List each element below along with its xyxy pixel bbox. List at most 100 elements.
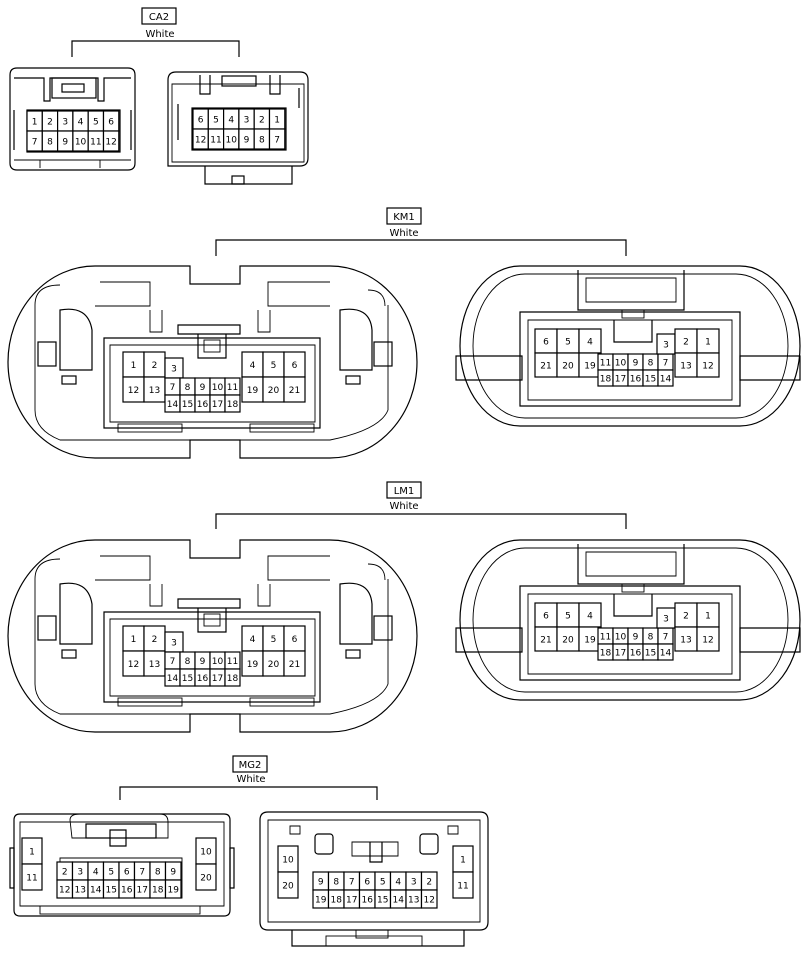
- pin-number: 5: [565, 612, 571, 622]
- connector-bracket: [119, 786, 378, 800]
- pin-number: 3: [171, 639, 177, 649]
- pin-number: 6: [124, 868, 130, 878]
- pin-number: 11: [600, 359, 611, 369]
- connector-id-box: [141, 7, 177, 25]
- pin-number: 21: [289, 386, 300, 396]
- pin-cell: [283, 376, 306, 403]
- pin-number: 9: [318, 878, 324, 888]
- pin-cell: [657, 643, 674, 661]
- pin-number: 12: [128, 660, 139, 670]
- pin-number: 21: [540, 362, 551, 372]
- pin-number: 4: [395, 878, 401, 888]
- pin-number: 20: [282, 882, 294, 892]
- pin-number: 7: [663, 359, 669, 369]
- pin-number: 5: [565, 338, 571, 348]
- pin-number: 16: [362, 896, 374, 906]
- pin-number: 15: [377, 896, 388, 906]
- pin-number: 3: [244, 116, 250, 126]
- pin-number: 16: [121, 886, 133, 896]
- pin-number: 14: [167, 674, 179, 684]
- pin-number: 9: [200, 383, 206, 393]
- pin-number: 15: [106, 886, 117, 896]
- pin-number: 18: [227, 400, 239, 410]
- pin-number: 11: [600, 633, 611, 643]
- pin-number: 19: [584, 636, 596, 646]
- pin-number: 5: [380, 878, 386, 888]
- pin-number: 2: [683, 612, 689, 622]
- pin-number: 14: [660, 375, 672, 385]
- pin-number: 7: [170, 657, 176, 667]
- pin-number: 10: [212, 383, 224, 393]
- pin-number: 4: [587, 338, 593, 348]
- pin-number: 12: [424, 896, 435, 906]
- pin-number: 21: [540, 636, 551, 646]
- pin-number: 16: [197, 674, 209, 684]
- pin-number: 9: [244, 136, 250, 146]
- pin-number: 8: [259, 136, 265, 146]
- pin-number: 3: [663, 615, 669, 625]
- pin-cell: [452, 871, 474, 899]
- pin-number: 12: [195, 136, 206, 146]
- pin-number: 2: [62, 868, 68, 878]
- pin-number: 7: [349, 878, 355, 888]
- pin-number: 6: [364, 878, 370, 888]
- pin-number: 18: [331, 896, 343, 906]
- pin-number: 18: [600, 649, 612, 659]
- pin-number: 20: [562, 636, 574, 646]
- connector-id-label: KM1: [393, 212, 415, 223]
- pin-cell: [696, 626, 720, 652]
- pin-number: 8: [648, 359, 654, 369]
- pin-cell: [164, 879, 182, 899]
- pin-number: 10: [615, 359, 627, 369]
- connector-id-label: LM1: [394, 486, 415, 497]
- pin-number: 1: [29, 848, 35, 858]
- connector-id-box: [386, 207, 422, 225]
- connector-color-label: White: [389, 501, 418, 512]
- pin-cell: [420, 889, 438, 909]
- pin-number: 7: [32, 138, 38, 148]
- pin-number: 11: [457, 882, 468, 892]
- connector-id-box: [386, 481, 422, 499]
- pin-number: 19: [247, 660, 259, 670]
- pin-number: 16: [197, 400, 209, 410]
- pin-number: 9: [633, 359, 639, 369]
- pin-number: 15: [182, 400, 193, 410]
- pin-number: 21: [289, 660, 300, 670]
- pin-number: 12: [128, 386, 139, 396]
- pin-number: 11: [227, 383, 238, 393]
- pin-number: 9: [633, 633, 639, 643]
- pin-number: 13: [75, 886, 86, 896]
- pin-number: 6: [108, 118, 114, 128]
- pin-number: 9: [62, 138, 68, 148]
- pin-number: 20: [562, 362, 574, 372]
- pin-number: 5: [271, 635, 277, 645]
- pin-number: 9: [170, 868, 176, 878]
- pin-number: 19: [168, 886, 180, 896]
- pin-number: 5: [271, 361, 277, 371]
- pin-number: 6: [198, 116, 204, 126]
- pin-number: 16: [630, 649, 642, 659]
- pin-number: 4: [228, 116, 234, 126]
- pin-number: 18: [152, 886, 164, 896]
- pin-cell: [696, 352, 720, 378]
- pin-number: 15: [645, 375, 656, 385]
- pin-number: 10: [615, 633, 627, 643]
- pin-cell: [102, 130, 120, 152]
- pin-number: 3: [411, 878, 417, 888]
- pin-number: 5: [108, 868, 114, 878]
- pin-number: 3: [171, 365, 177, 375]
- pin-number: 11: [210, 136, 221, 146]
- pin-number: 1: [131, 361, 137, 371]
- connector-color-label: White: [389, 228, 418, 239]
- pin-cell: [224, 394, 241, 413]
- pin-number: 11: [26, 874, 37, 884]
- pin-number: 13: [149, 660, 160, 670]
- pin-number: 12: [702, 362, 713, 372]
- pin-number: 7: [274, 136, 280, 146]
- pin-number: 4: [93, 868, 99, 878]
